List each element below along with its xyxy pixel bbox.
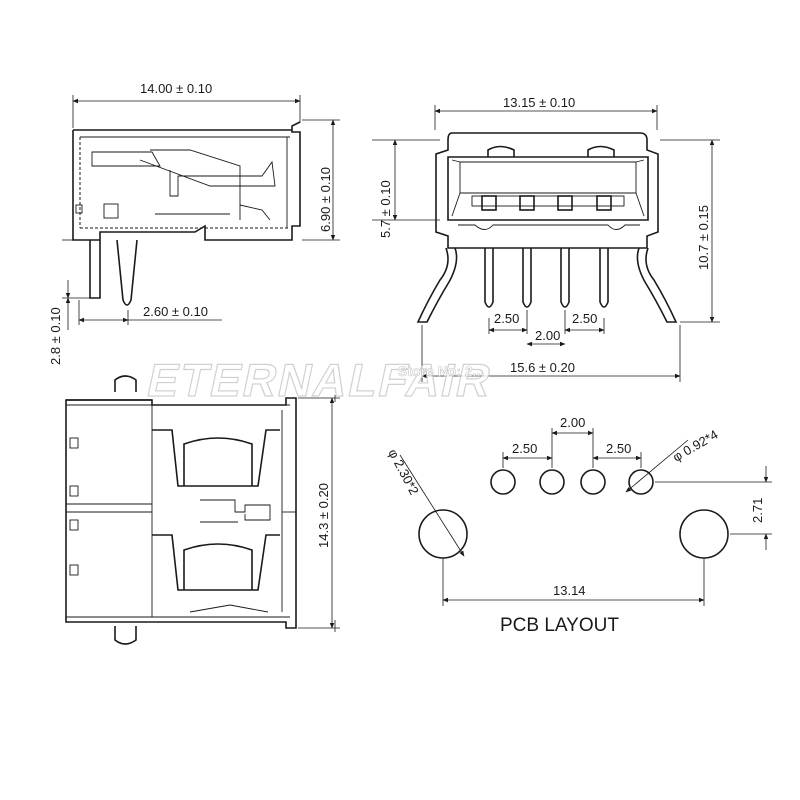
front-leg-span-dimension: 15.6 ± 0.20: [510, 360, 575, 375]
side-length-dimension: 14.00 ± 0.10: [140, 81, 212, 96]
top-view: 14.3 ± 0.20: [65, 375, 340, 645]
side-view: 14.00 ± 0.10 6.90 ± 0.10 2.8 ± 0.10: [48, 81, 340, 365]
front-pins: [484, 248, 609, 308]
front-view: 13.15 ± 0.10 5.7 ± 0.10: [372, 95, 720, 382]
pcb-big-hole-dimension: φ 2.30*2: [385, 446, 422, 497]
top-spring-lower: [152, 534, 280, 591]
pcb-layout-title: PCB LAYOUT: [500, 615, 619, 636]
front-port-opening: [447, 156, 649, 221]
pcb-big-hole-left: [418, 509, 468, 559]
front-shell-outline: [435, 132, 659, 249]
watermark-logo: ETERNALFAIR: [143, 354, 498, 405]
pcb-small-hole-1: [490, 469, 516, 495]
front-pitch-right-dimension: 2.50: [572, 311, 597, 326]
front-leg-left: [416, 247, 458, 323]
front-width-dimension: 13.15 ± 0.10: [503, 95, 575, 110]
pcb-big-hole-right: [679, 509, 729, 559]
pcb-big-hole-span-dimension: 13.14: [553, 583, 586, 598]
side-pin-left: [89, 240, 101, 299]
front-leg-right: [636, 247, 678, 323]
front-total-height-dimension: 10.7 ± 0.15: [696, 205, 711, 270]
front-upper-height-dimension: 5.7 ± 0.10: [378, 180, 393, 238]
watermark: ETERNALFAIR Store No: 2...: [142, 354, 498, 407]
front-pitch-left-dimension: 2.50: [494, 311, 519, 326]
top-spring-upper: [152, 429, 280, 487]
pcb-small-hole-3: [580, 469, 606, 495]
pcb-right-pitch-dimension: 2.50: [606, 441, 631, 456]
watermark-store: Store No: 2...: [398, 363, 484, 379]
pcb-small-hole-4: [628, 469, 654, 495]
pcb-layout: 2.00 2.50 2.50 φ 0.92*4 φ 2.30*2 2.71 13…: [385, 415, 772, 636]
top-depth-dimension: 14.3 ± 0.20: [316, 483, 331, 548]
side-height-dimension: 6.90 ± 0.10: [318, 167, 333, 232]
top-body-outline: [65, 397, 297, 629]
pcb-offset-dimension: 2.71: [750, 498, 765, 523]
pcb-small-hole-dimension: φ 0.92*4: [670, 427, 720, 465]
side-pin-spacing-dimension: 2.60 ± 0.10: [143, 304, 208, 319]
side-body-outline: [72, 121, 301, 241]
front-pitch-center-dimension: 2.00: [535, 328, 560, 343]
pcb-small-hole-2: [539, 469, 565, 495]
pcb-center-pitch-dimension: 2.00: [560, 415, 585, 430]
pcb-left-pitch-dimension: 2.50: [512, 441, 537, 456]
side-pin-length-dimension: 2.8 ± 0.10: [48, 307, 63, 365]
side-pin-right: [116, 239, 138, 306]
